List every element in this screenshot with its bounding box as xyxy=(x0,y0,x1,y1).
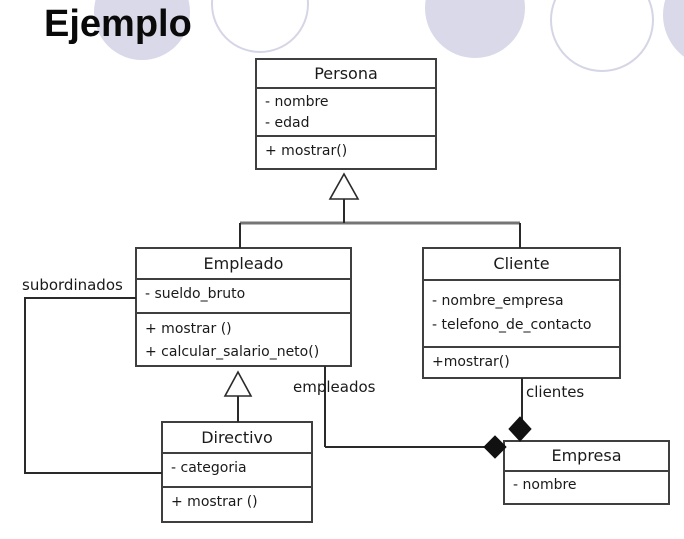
class-attribute: - edad xyxy=(265,115,310,131)
association-label-subordinados: subordinados xyxy=(22,276,123,294)
inheritance-triangle-icon xyxy=(328,172,360,200)
decor-circle-filled xyxy=(425,0,525,58)
class-name: Empleado xyxy=(137,249,350,280)
association-label-clientes: clientes xyxy=(526,383,585,401)
class-box-directivo: Directivo - categoria + mostrar () xyxy=(161,421,313,523)
class-attribute: - nombre xyxy=(265,94,329,110)
decor-circle-outline xyxy=(550,0,654,72)
composition-diamond-icon xyxy=(508,416,532,442)
class-name: Directivo xyxy=(163,423,311,454)
class-box-empresa: Empresa - nombre xyxy=(503,440,670,505)
association-label-empleados: empleados xyxy=(293,378,376,396)
page-title: Ejemplo xyxy=(44,3,192,45)
class-method: + mostrar () xyxy=(171,494,258,510)
decor-circle-outline xyxy=(211,0,309,53)
class-method: + mostrar () xyxy=(145,321,232,337)
decor-circle-filled xyxy=(663,0,684,67)
class-name: Persona xyxy=(257,60,435,89)
class-attribute: - telefono_de_contacto xyxy=(432,317,592,333)
class-method: + mostrar() xyxy=(265,143,348,159)
class-name: Cliente xyxy=(424,249,619,281)
class-attribute: - categoria xyxy=(171,460,247,476)
class-box-empleado: Empleado - sueldo_bruto + mostrar () + c… xyxy=(135,247,352,367)
class-box-persona: Persona - nombre - edad + mostrar() xyxy=(255,58,437,170)
inheritance-triangle-icon xyxy=(223,370,253,397)
class-attribute: - nombre_empresa xyxy=(432,293,564,309)
class-attribute: - nombre xyxy=(513,477,577,493)
class-method: +mostrar() xyxy=(432,354,510,370)
class-attribute: - sueldo_bruto xyxy=(145,286,246,302)
class-box-cliente: Cliente - nombre_empresa - telefono_de_c… xyxy=(422,247,621,379)
class-name: Empresa xyxy=(505,442,668,472)
class-method: + calcular_salario_neto() xyxy=(145,344,320,360)
